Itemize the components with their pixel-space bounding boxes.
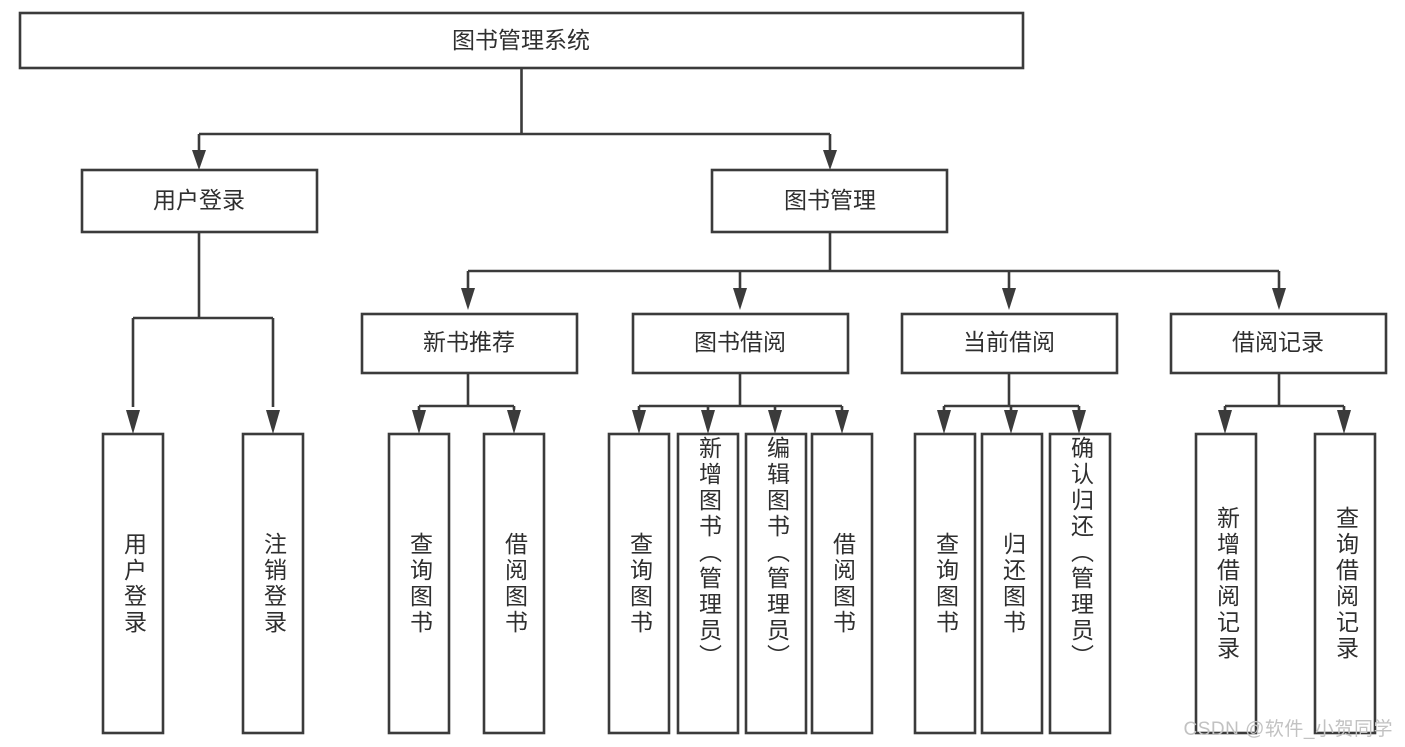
node-user-login[interactable]: 用户登录: [80, 168, 319, 234]
csdn-watermark: CSDN @软件_小贺同学: [1183, 719, 1393, 740]
node-current-borrow-label: 当前借阅: [963, 329, 1055, 355]
arrow-head-leaf-borrow-record-2: [1337, 410, 1351, 434]
leaf-book-borrow-4-box[interactable]: [810, 432, 874, 735]
leaf-current-borrow-3-box[interactable]: [1048, 432, 1112, 735]
leaf-user-login-1-box[interactable]: [101, 432, 165, 735]
arrow-head-book-mgmt: [823, 150, 837, 170]
node-current-borrow[interactable]: 当前借阅: [900, 312, 1119, 375]
leaf-borrow-record-1-label: 新增借阅记录: [1213, 505, 1240, 662]
leaf-node[interactable]: 借阅图书: [482, 432, 546, 735]
node-book-borrow-label: 图书借阅: [694, 329, 786, 355]
leaf-node[interactable]: 借阅图书: [810, 432, 874, 735]
arrow-head-leaf-new-book-1: [412, 410, 426, 434]
leaf-new-book-1-box[interactable]: [387, 432, 451, 735]
node-borrow-record[interactable]: 借阅记录: [1169, 312, 1388, 375]
node-book-management[interactable]: 图书管理: [710, 168, 949, 234]
leaf-node[interactable]: 归还图书: [980, 432, 1044, 735]
arrow-head-user-login: [192, 150, 206, 170]
arrow-head-leaf-book-borrow-4: [835, 410, 849, 434]
node-new-book-recommend-box[interactable]: [360, 312, 579, 375]
leaf-node[interactable]: 新增借阅记录: [1194, 432, 1258, 735]
node-borrow-record-label: 借阅记录: [1232, 329, 1324, 355]
node-user-login-label: 用户登录: [153, 187, 245, 213]
node-book-borrow-box[interactable]: [631, 312, 850, 375]
node-root-label: 图书管理系统: [452, 27, 590, 53]
arrow-head-new-book: [461, 288, 475, 310]
arrow-head-borrow-record: [1272, 288, 1286, 310]
leaf-book-borrow-1-box[interactable]: [607, 432, 671, 735]
leaf-user-login-2-label: 注销登录: [260, 531, 287, 636]
leaf-user-login-1-label: 用户登录: [120, 531, 147, 636]
node-root[interactable]: 图书管理系统: [18, 11, 1025, 70]
node-root-box[interactable]: [18, 11, 1025, 70]
leaf-node[interactable]: 编辑图书（管理员）: [744, 432, 808, 735]
arrow-head-leaf-book-borrow-1: [632, 410, 646, 434]
arrow-head-current-borrow: [1002, 288, 1016, 310]
leaf-borrow-record-1-box[interactable]: [1194, 432, 1258, 735]
arrow-head-leaf-new-book-2: [507, 410, 521, 434]
leaf-book-borrow-4-label: 借阅图书: [829, 531, 856, 636]
node-borrow-record-box[interactable]: [1169, 312, 1388, 375]
leaf-current-borrow-1-box[interactable]: [913, 432, 977, 735]
arrow-head-leaf-borrow-record-1: [1218, 410, 1232, 434]
arrow-head-leaf-current-borrow-1: [937, 410, 951, 434]
leaf-new-book-1-label: 查询图书: [406, 531, 433, 636]
arrow-head-leaf-current-borrow-2: [1004, 410, 1018, 434]
edge-layer: [126, 68, 1351, 434]
arrow-head-book-borrow: [733, 288, 747, 310]
leaf-new-book-2-label: 借阅图书: [501, 531, 528, 636]
node-new-book-recommend-label: 新书推荐: [423, 329, 515, 355]
arrow-head-leaf-user-login-1: [126, 410, 140, 434]
leaf-book-borrow-2-box[interactable]: [676, 432, 740, 735]
arrow-head-leaf-user-login-2: [266, 410, 280, 434]
node-book-management-label: 图书管理: [784, 187, 876, 213]
leaf-node[interactable]: 新增图书（管理员）: [676, 432, 740, 735]
node-current-borrow-box[interactable]: [900, 312, 1119, 375]
leaf-user-login-2-box[interactable]: [241, 432, 305, 735]
leaf-current-borrow-3-label: 确认归还（管理员）: [1067, 436, 1094, 670]
leaf-current-borrow-2-label: 归还图书: [999, 531, 1026, 636]
node-book-management-box[interactable]: [710, 168, 949, 234]
arrow-head-leaf-current-borrow-3: [1072, 410, 1086, 434]
leaf-node[interactable]: 注销登录: [241, 432, 305, 735]
node-user-login-box[interactable]: [80, 168, 319, 234]
leaf-book-borrow-1-label: 查询图书: [626, 531, 653, 636]
leaf-book-borrow-3-box[interactable]: [744, 432, 808, 735]
leaf-borrow-record-2-box[interactable]: [1313, 432, 1377, 735]
node-new-book-recommend[interactable]: 新书推荐: [360, 312, 579, 375]
node-book-borrow[interactable]: 图书借阅: [631, 312, 850, 375]
leaf-new-book-2-box[interactable]: [482, 432, 546, 735]
leaf-current-borrow-1-label: 查询图书: [932, 531, 959, 636]
leaf-node[interactable]: 用户登录: [101, 432, 165, 735]
leaf-node[interactable]: 查询借阅记录: [1313, 432, 1377, 735]
leaf-borrow-record-2-label: 查询借阅记录: [1332, 505, 1359, 662]
arrow-head-leaf-book-borrow-3: [768, 410, 782, 434]
leaf-node[interactable]: 查询图书: [913, 432, 977, 735]
leaf-node[interactable]: 确认归还（管理员）: [1048, 432, 1112, 735]
leaf-book-borrow-3-label: 编辑图书（管理员）: [763, 436, 790, 670]
arrow-head-leaf-book-borrow-2: [701, 410, 715, 434]
leaf-node[interactable]: 查询图书: [387, 432, 451, 735]
leaf-book-borrow-2-label: 新增图书（管理员）: [695, 436, 722, 670]
leaf-current-borrow-2-box[interactable]: [980, 432, 1044, 735]
leaf-node[interactable]: 查询图书: [607, 432, 671, 735]
